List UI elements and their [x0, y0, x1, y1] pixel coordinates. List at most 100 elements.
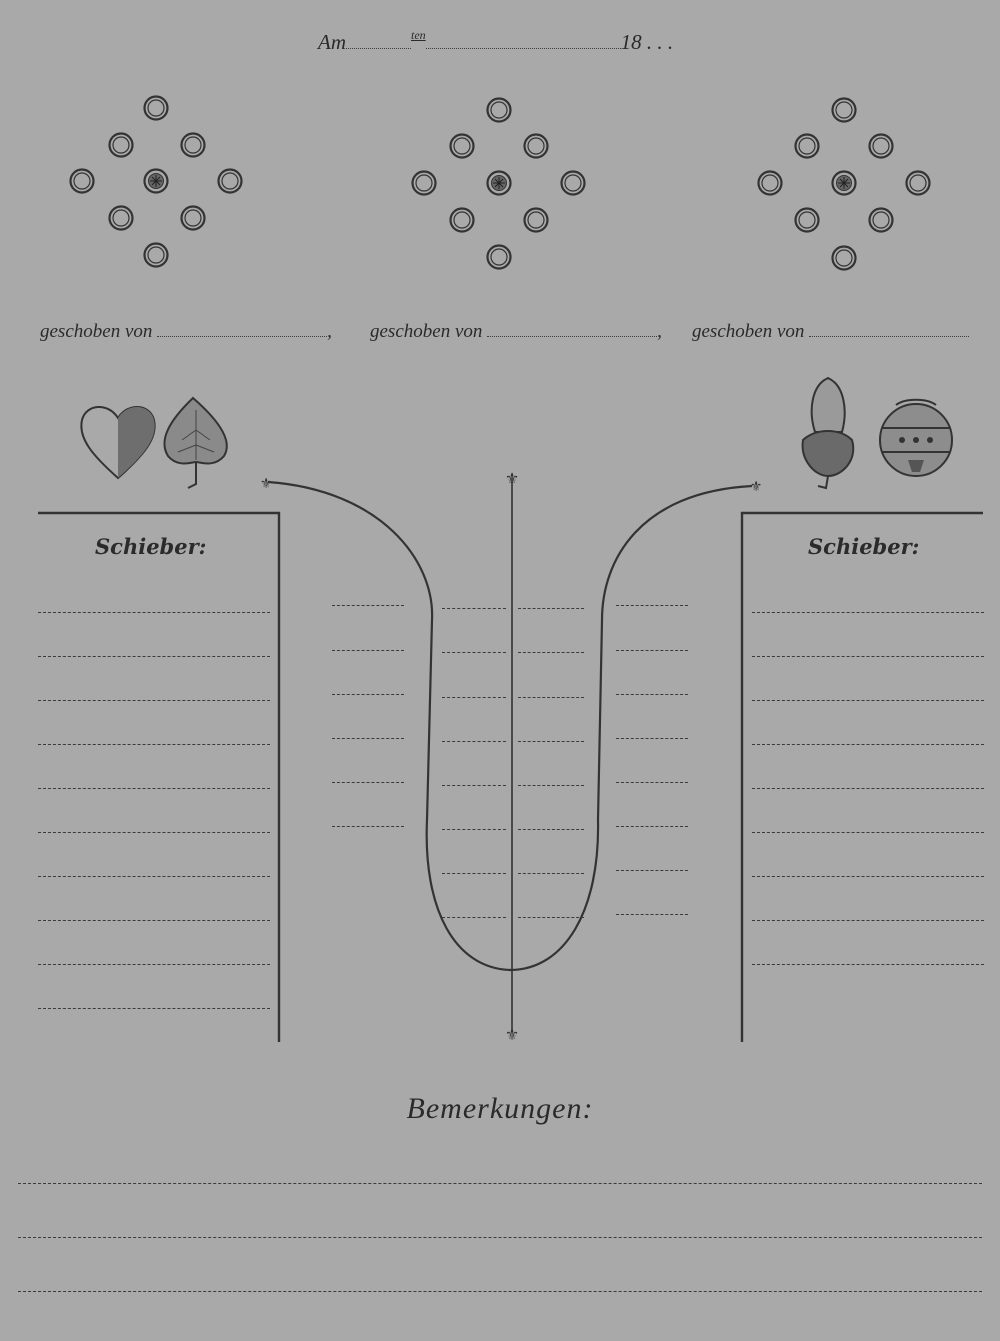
score-line[interactable]: [332, 782, 404, 783]
day-field[interactable]: [346, 48, 411, 49]
score-line[interactable]: [518, 697, 584, 698]
score-line[interactable]: [616, 605, 688, 606]
score-line[interactable]: [38, 920, 270, 921]
score-line[interactable]: [442, 829, 506, 830]
pin: [831, 97, 857, 123]
svg-text:⚜: ⚜: [505, 1025, 519, 1044]
score-line[interactable]: [752, 964, 984, 965]
left-panel-title: Schieber:: [95, 534, 207, 559]
score-line[interactable]: [442, 917, 506, 918]
remarks-title: Bemerkungen:: [406, 1092, 594, 1125]
score-line[interactable]: [332, 605, 404, 606]
pin-diagram-3: [757, 97, 931, 271]
pushed-by-3: geschoben von: [692, 321, 970, 343]
pushed-by-label: geschoben von: [40, 321, 153, 342]
score-line[interactable]: [752, 612, 984, 613]
pin: [905, 170, 931, 196]
pin: [486, 244, 512, 270]
score-line[interactable]: [38, 744, 270, 745]
score-line[interactable]: [752, 832, 984, 833]
heart-icon: [80, 406, 156, 480]
score-line[interactable]: [442, 741, 506, 742]
score-line[interactable]: [518, 873, 584, 874]
pushed-by-field-2[interactable]: [487, 336, 658, 337]
score-line[interactable]: [752, 920, 984, 921]
score-line[interactable]: [442, 697, 506, 698]
score-line[interactable]: [616, 782, 688, 783]
pin: [449, 133, 475, 159]
pin: [868, 133, 894, 159]
pin: [108, 132, 134, 158]
score-line[interactable]: [38, 1008, 270, 1009]
score-line[interactable]: [518, 917, 584, 918]
score-line[interactable]: [616, 738, 688, 739]
remarks-line[interactable]: [18, 1183, 982, 1184]
score-line[interactable]: [38, 700, 270, 701]
remarks-line[interactable]: [18, 1237, 982, 1238]
score-line[interactable]: [442, 785, 506, 786]
right-arrow-icon: ⚜: [750, 479, 763, 495]
score-line[interactable]: [38, 964, 270, 965]
pushed-by-2: geschoben von ,: [370, 321, 662, 342]
pin: [143, 242, 169, 268]
score-line[interactable]: [752, 876, 984, 877]
score-line[interactable]: [616, 870, 688, 871]
pin: [831, 245, 857, 271]
score-line[interactable]: [616, 914, 688, 915]
score-line[interactable]: [518, 652, 584, 653]
score-line[interactable]: [38, 788, 270, 789]
score-line[interactable]: [38, 876, 270, 877]
pushed-by-label: geschoben von: [370, 321, 483, 342]
acorn-icon: [801, 376, 855, 490]
score-line[interactable]: [332, 650, 404, 651]
pin: [217, 168, 243, 194]
pin: [180, 132, 206, 158]
pin: [523, 133, 549, 159]
score-line[interactable]: [38, 612, 270, 613]
score-line[interactable]: [752, 656, 984, 657]
score-line[interactable]: [332, 694, 404, 695]
right-panel-border: [740, 511, 983, 1042]
date-prefix: Am: [318, 30, 346, 54]
bell-icon: [879, 398, 953, 477]
pushed-by-field-1[interactable]: [157, 336, 328, 337]
left-arrow-icon: ⚜: [260, 476, 273, 492]
year-prefix: 18: [620, 30, 642, 54]
score-line[interactable]: [752, 788, 984, 789]
score-line[interactable]: [442, 873, 506, 874]
remarks-line[interactable]: [18, 1291, 982, 1292]
king-pin: [486, 170, 512, 196]
pin-diagram-1: [69, 95, 243, 268]
year-dots: . . .: [646, 30, 674, 54]
score-line[interactable]: [518, 785, 584, 786]
month-field[interactable]: [425, 48, 621, 49]
day-suffix: ten: [411, 28, 426, 42]
right-panel-title: Schieber:: [808, 534, 920, 559]
pushed-by-field-3[interactable]: [809, 336, 970, 337]
svg-text:⚜: ⚜: [505, 469, 519, 488]
score-line[interactable]: [518, 741, 584, 742]
pin-diagram-2: [411, 97, 586, 270]
score-line[interactable]: [518, 608, 584, 609]
score-line[interactable]: [752, 700, 984, 701]
leaf-icon: [163, 396, 228, 489]
score-line[interactable]: [38, 656, 270, 657]
score-line[interactable]: [38, 832, 270, 833]
score-line[interactable]: [332, 738, 404, 739]
left-panel-border: [38, 511, 281, 1042]
score-line[interactable]: [616, 826, 688, 827]
score-line[interactable]: [616, 694, 688, 695]
pushed-by-1: geschoben von ,: [40, 321, 332, 342]
score-line[interactable]: [442, 652, 506, 653]
score-line[interactable]: [332, 826, 404, 827]
pin: [794, 133, 820, 159]
score-line[interactable]: [442, 608, 506, 609]
score-line[interactable]: [616, 650, 688, 651]
score-line[interactable]: [518, 829, 584, 830]
pin: [757, 170, 783, 196]
pin: [108, 205, 134, 231]
pin: [449, 207, 475, 233]
pin: [868, 207, 894, 233]
score-line[interactable]: [752, 744, 984, 745]
